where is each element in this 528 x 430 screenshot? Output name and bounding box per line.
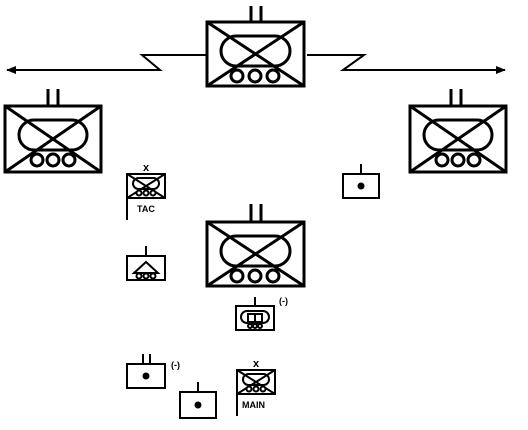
top-center-armor-battalion-symbol xyxy=(205,6,306,88)
left-axis-arrow xyxy=(6,54,206,74)
main-label: MAIN xyxy=(242,400,265,410)
main-command-post-symbol xyxy=(236,369,276,416)
tac-label: TAC xyxy=(137,204,155,214)
left-small-armor-unit-symbol xyxy=(126,246,166,281)
bottom-left-reduced-label: (-) xyxy=(171,360,180,370)
center-armor-battalion-symbol xyxy=(205,204,306,288)
tac-echelon-label: x xyxy=(143,162,150,174)
main-echelon-label: x xyxy=(253,358,260,370)
tac-command-post-symbol xyxy=(126,173,166,220)
center-wheeled-unit-symbol xyxy=(235,297,275,331)
right-axis-arrow xyxy=(307,54,506,74)
right-armor-battalion-symbol xyxy=(408,89,508,174)
bottom-left-support-unit-symbol xyxy=(126,354,166,389)
left-armor-battalion-symbol xyxy=(3,89,103,174)
right-support-unit-symbol xyxy=(342,164,380,199)
center-wheeled-reduced-label: (-) xyxy=(279,296,288,306)
bottom-middle-support-unit-symbol xyxy=(179,382,217,419)
